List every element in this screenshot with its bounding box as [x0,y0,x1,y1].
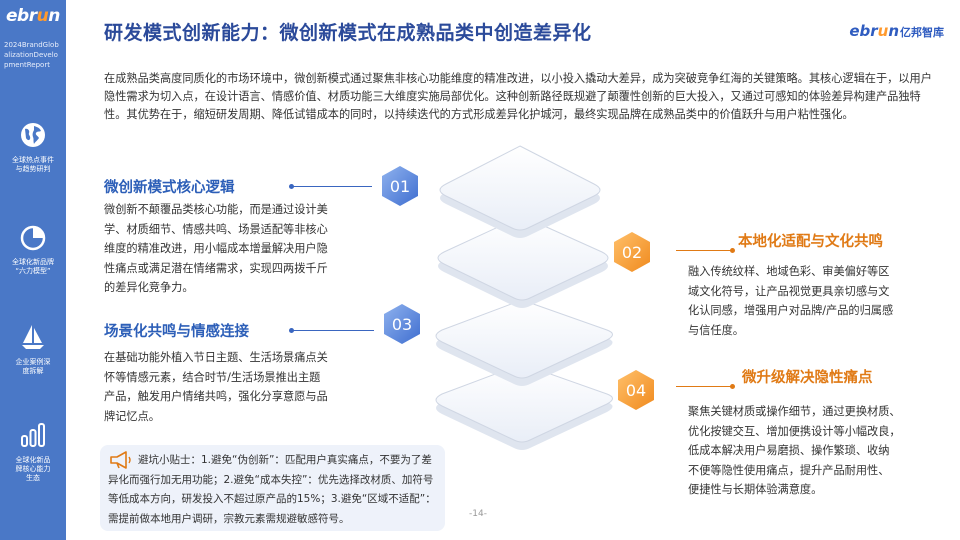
hexagon-04: 04 [618,370,654,410]
report-name: 2024BrandGlob alizationDevelo pmentRepor… [4,40,64,70]
section-3-title: 场景化共鸣与情感连接 [104,320,249,341]
sidebar-item-label: 全球热点事件与趋势研判 [0,156,66,174]
intro-paragraph: 在成熟品类高度同质化的市场环境中，微创新模式通过聚焦非核心功能维度的精准改进，以… [104,70,942,124]
sidebar-item-label: 企业案例深度拆解 [0,358,66,376]
section-3-text: 在基础功能外植入节日主题、生活场景痛点关 怀等情感元素，结合时节/生活场景推出主… [104,348,366,426]
section-1-title: 微创新模式核心逻辑 [104,176,235,197]
sidebar-item-hot-events[interactable]: 全球热点事件与趋势研判 [0,120,66,174]
section-4-text: 聚焦关键材质或操作细节，通过更换材质、 优化按键交互、增加便携设计等小幅改良， … [688,402,944,500]
sailboat-icon [18,322,48,352]
sidebar-item-six-power-model[interactable]: 全球化新品牌“六力模型” [0,222,66,276]
hexagon-02: 02 [614,232,650,272]
svg-text:04: 04 [626,381,646,400]
section-1-text: 微创新不颠覆品类核心功能，而是通过设计美 学、材质细节、情感共鸣、场景适配等非核… [104,200,366,298]
bar-chart-icon [18,420,48,450]
sidebar: ebrun 2024BrandGlob alizationDevelo pmen… [0,0,66,540]
connector-line-3 [292,330,374,331]
brand-logo: ebrun亿邦智库 [849,22,944,40]
page-title: 研发模式创新能力：微创新模式在成熟品类中创造差异化 [104,18,592,45]
sidebar-item-case-study[interactable]: 企业案例深度拆解 [0,322,66,376]
section-2-text: 融入传统纹样、地域色彩、审美偏好等区 域文化符号，让产品视觉更具亲切感与文 化认… [688,262,944,340]
svg-text:03: 03 [392,315,412,334]
hexagon-01: 01 [382,166,418,206]
sidebar-item-label: 全球化新品牌“六力模型” [0,258,66,276]
section-4-title: 微升级解决隐性痛点 [742,366,873,387]
svg-text:02: 02 [622,243,642,262]
sidebar-item-core-capability[interactable]: 全球化新品牌核心能力生态 [0,420,66,483]
ebrun-logo: ebrun [6,6,60,26]
layer-1 [440,146,600,238]
svg-text:01: 01 [390,177,410,196]
pie-chart-icon [18,222,48,252]
layer-3 [436,300,613,386]
tip-text: 避坑小贴士：1.避免“伪创新”：匹配用户真实痛点，不要为了差异化而强行加无用功能… [108,451,440,529]
connector-line-2 [676,250,732,251]
hexagon-03: 03 [384,304,420,344]
page-number: -14- [469,509,487,519]
section-2-title: 本地化适配与文化共鸣 [738,230,883,251]
connector-line-4 [676,386,732,387]
sidebar-item-label: 全球化新品牌核心能力生态 [0,456,66,483]
tip-box: 避坑小贴士：1.避免“伪创新”：匹配用户真实痛点，不要为了差异化而强行加无用功能… [100,445,445,531]
globe-icon [18,120,48,150]
connector-line-1 [292,186,372,187]
